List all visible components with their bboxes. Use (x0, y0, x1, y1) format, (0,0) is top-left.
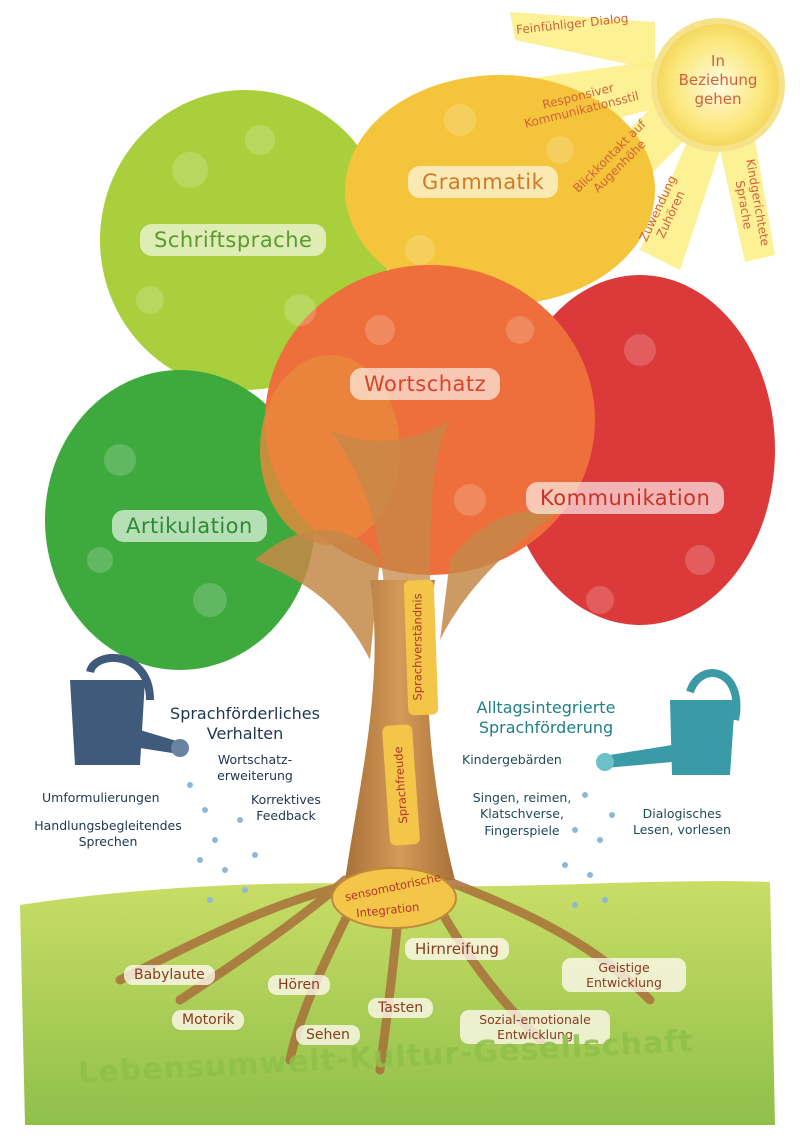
left-item-3: Korrektives Feedback (251, 792, 321, 824)
root-sozial: Sozial-emotionale Entwicklung (460, 1010, 610, 1044)
watering-can-icon (596, 669, 741, 775)
root-motorik: Motorik (172, 1010, 245, 1030)
sun-center: In Beziehung gehen (678, 52, 758, 108)
root-sehen: Sehen (296, 1025, 360, 1045)
root-hoeren: Hören (268, 975, 331, 995)
right-item-2: Singen, reimen, Klatschverse, Fingerspie… (472, 790, 572, 838)
left-title: Sprachförderliches Verhalten (170, 704, 320, 743)
label-sprachverstaendnis: Sprachverständnis (410, 593, 425, 701)
root-tasten: Tasten (368, 998, 434, 1018)
label-artikulation: Artikulation (112, 510, 267, 542)
label-grammatik: Grammatik (408, 166, 559, 198)
label-schriftsprache: Schriftsprache (140, 224, 327, 256)
left-item-1: Wortschatz-erweiterung (217, 752, 293, 784)
water-drops-icon (187, 782, 615, 908)
root-babylaute: Babylaute (124, 965, 215, 985)
left-item-4: Handlungsbegleitendes Sprechen (34, 818, 182, 850)
trunk (115, 420, 655, 1075)
label-wortschatz: Wortschatz (350, 368, 501, 400)
right-item-3: Dialogisches Lesen, vorlesen (633, 806, 731, 838)
right-item-1: Kindergebärden (462, 752, 562, 767)
leaf-icon (87, 104, 715, 617)
left-item-2: Umformulierungen (42, 790, 160, 805)
right-title: Alltagsintegrierte Sprachförderung (476, 698, 616, 737)
watering-can-icon (70, 653, 189, 765)
label-kommunikation: Kommunikation (526, 482, 725, 514)
root-geistige: Geistige Entwicklung (562, 958, 686, 992)
root-hirnreifung: Hirnreifung (405, 938, 509, 960)
